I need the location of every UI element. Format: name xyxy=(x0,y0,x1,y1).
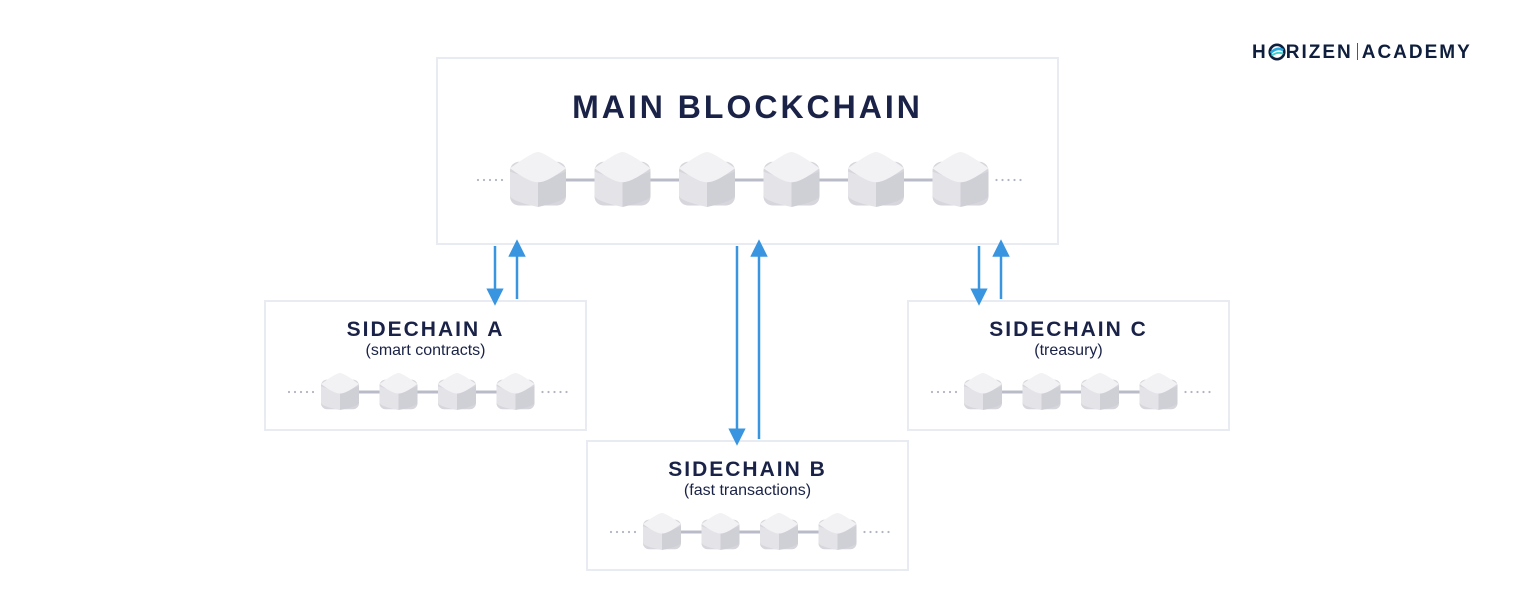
sidechain-c-chain-block xyxy=(1081,373,1119,410)
sidechain-a-chain-trail-dot xyxy=(565,390,568,394)
sidechain-b-chain-block xyxy=(643,513,681,550)
main-chain-block xyxy=(848,152,904,207)
logo-brand-rest: RIZEN xyxy=(1285,42,1353,63)
sidechain-b-subtitle: (fast transactions) xyxy=(683,482,812,499)
sidechain-a-chain-trail-dot xyxy=(541,390,544,394)
sidechain-c-chain-lead-dot xyxy=(930,390,934,394)
main-chain-lead-dot xyxy=(500,178,504,182)
main-chain-trail-dot xyxy=(1007,178,1010,182)
main-blockchain-title: MAIN BLOCKCHAIN xyxy=(572,89,923,125)
sidechain-b-chain-lead-dot xyxy=(633,530,637,534)
sidechain-b-chain-trail-dot xyxy=(869,530,872,534)
sidechain-c-chain-lead-dot xyxy=(942,390,946,394)
sidechain-a-chain-block xyxy=(379,373,418,410)
main-chain-trail-dot xyxy=(1001,178,1004,182)
main-chain-block xyxy=(763,152,820,207)
logo-letter-h: H xyxy=(1252,42,1268,63)
sidechain-c-chain-lead-dot xyxy=(954,390,958,394)
sidechain-a-subtitle: (smart contracts) xyxy=(365,342,486,359)
main-chain xyxy=(476,152,1022,207)
sidechain-c-box: SIDECHAIN C (treasury) xyxy=(907,300,1230,431)
sidechain-b-chain-trail-dot xyxy=(887,530,890,534)
main-chain-block xyxy=(510,152,566,207)
sidechain-b-chain-trail-dot xyxy=(863,530,866,534)
sidechain-a-chain-trail-dot xyxy=(553,390,556,394)
sidechain-c-chain-block xyxy=(964,373,1002,410)
main-chain-lead-dot xyxy=(476,178,480,182)
horizen-o-icon xyxy=(1268,43,1286,61)
sidechain-c-subtitle: (treasury) xyxy=(1034,342,1103,359)
sidechain-b-chain-lead-dot xyxy=(621,530,625,534)
sidechain-b-title: SIDECHAIN B xyxy=(668,458,827,481)
main-chain-block xyxy=(932,152,989,207)
sidechain-a-chain xyxy=(287,373,568,410)
sidechain-a-chain-lead-dot xyxy=(293,390,297,394)
sidechain-c-chain xyxy=(930,373,1211,410)
main-chain-trail-dot xyxy=(995,178,998,182)
sidechain-a-chain-lead-dot xyxy=(305,390,309,394)
sidechain-a-chain-block xyxy=(496,373,535,410)
sidechain-a-chain-trail-dot xyxy=(547,390,550,394)
sidechain-b-chain-block xyxy=(760,513,798,550)
main-chain-block xyxy=(679,152,735,207)
sidechain-c-chain-trail-dot xyxy=(1190,390,1193,394)
main-chain-lead-dot xyxy=(488,178,492,182)
main-chain-trail-dot xyxy=(1019,178,1022,182)
sidechain-a-chain-lead-dot xyxy=(287,390,291,394)
sidechain-c-chain-trail-dot xyxy=(1184,390,1187,394)
sidechain-b-chain-lead-dot xyxy=(609,530,613,534)
sidechain-b-chain-lead-dot xyxy=(627,530,631,534)
sidechain-b-chain xyxy=(609,513,890,550)
sidechain-a-chain-lead-dot xyxy=(299,390,303,394)
main-blockchain-box: MAIN BLOCKCHAIN xyxy=(436,57,1059,245)
logo-divider xyxy=(1356,43,1358,60)
sidechain-c-chain-block xyxy=(1022,373,1061,410)
sidechain-b-chain-lead-dot xyxy=(615,530,619,534)
sidechain-b-chain-trail-dot xyxy=(881,530,884,534)
sidechain-b-chain-trail-dot xyxy=(875,530,878,534)
sidechain-a-chain-lead-dot xyxy=(311,390,315,394)
sidechain-a-title: SIDECHAIN A xyxy=(346,318,505,341)
sidechain-a-box: SIDECHAIN A (smart contracts) xyxy=(264,300,587,431)
main-chain-trail-dot xyxy=(1013,178,1016,182)
sidechain-c-chain-block xyxy=(1139,373,1178,410)
main-chain-lead-dot xyxy=(482,178,486,182)
sidechain-a-chain-block xyxy=(438,373,476,410)
sidechain-c-chain-trail-dot xyxy=(1208,390,1211,394)
sidechain-b-box: SIDECHAIN B (fast transactions) xyxy=(586,440,909,571)
logo-academy: ACADEMY xyxy=(1361,42,1472,63)
sidechain-c-chain-lead-dot xyxy=(948,390,952,394)
main-chain-lead-dot xyxy=(494,178,498,182)
sidechain-c-chain-lead-dot xyxy=(936,390,940,394)
sidechain-b-chain-block xyxy=(701,513,740,550)
sidechain-c-chain-trail-dot xyxy=(1196,390,1199,394)
sidechain-a-chain-block xyxy=(321,373,359,410)
main-chain-block xyxy=(594,152,651,207)
sidechain-a-chain-trail-dot xyxy=(559,390,562,394)
sidechain-c-chain-trail-dot xyxy=(1202,390,1205,394)
sidechain-b-chain-block xyxy=(818,513,857,550)
horizen-academy-logo: H RIZEN ACADEMY xyxy=(1252,42,1472,64)
sidechain-c-title: SIDECHAIN C xyxy=(989,318,1148,341)
